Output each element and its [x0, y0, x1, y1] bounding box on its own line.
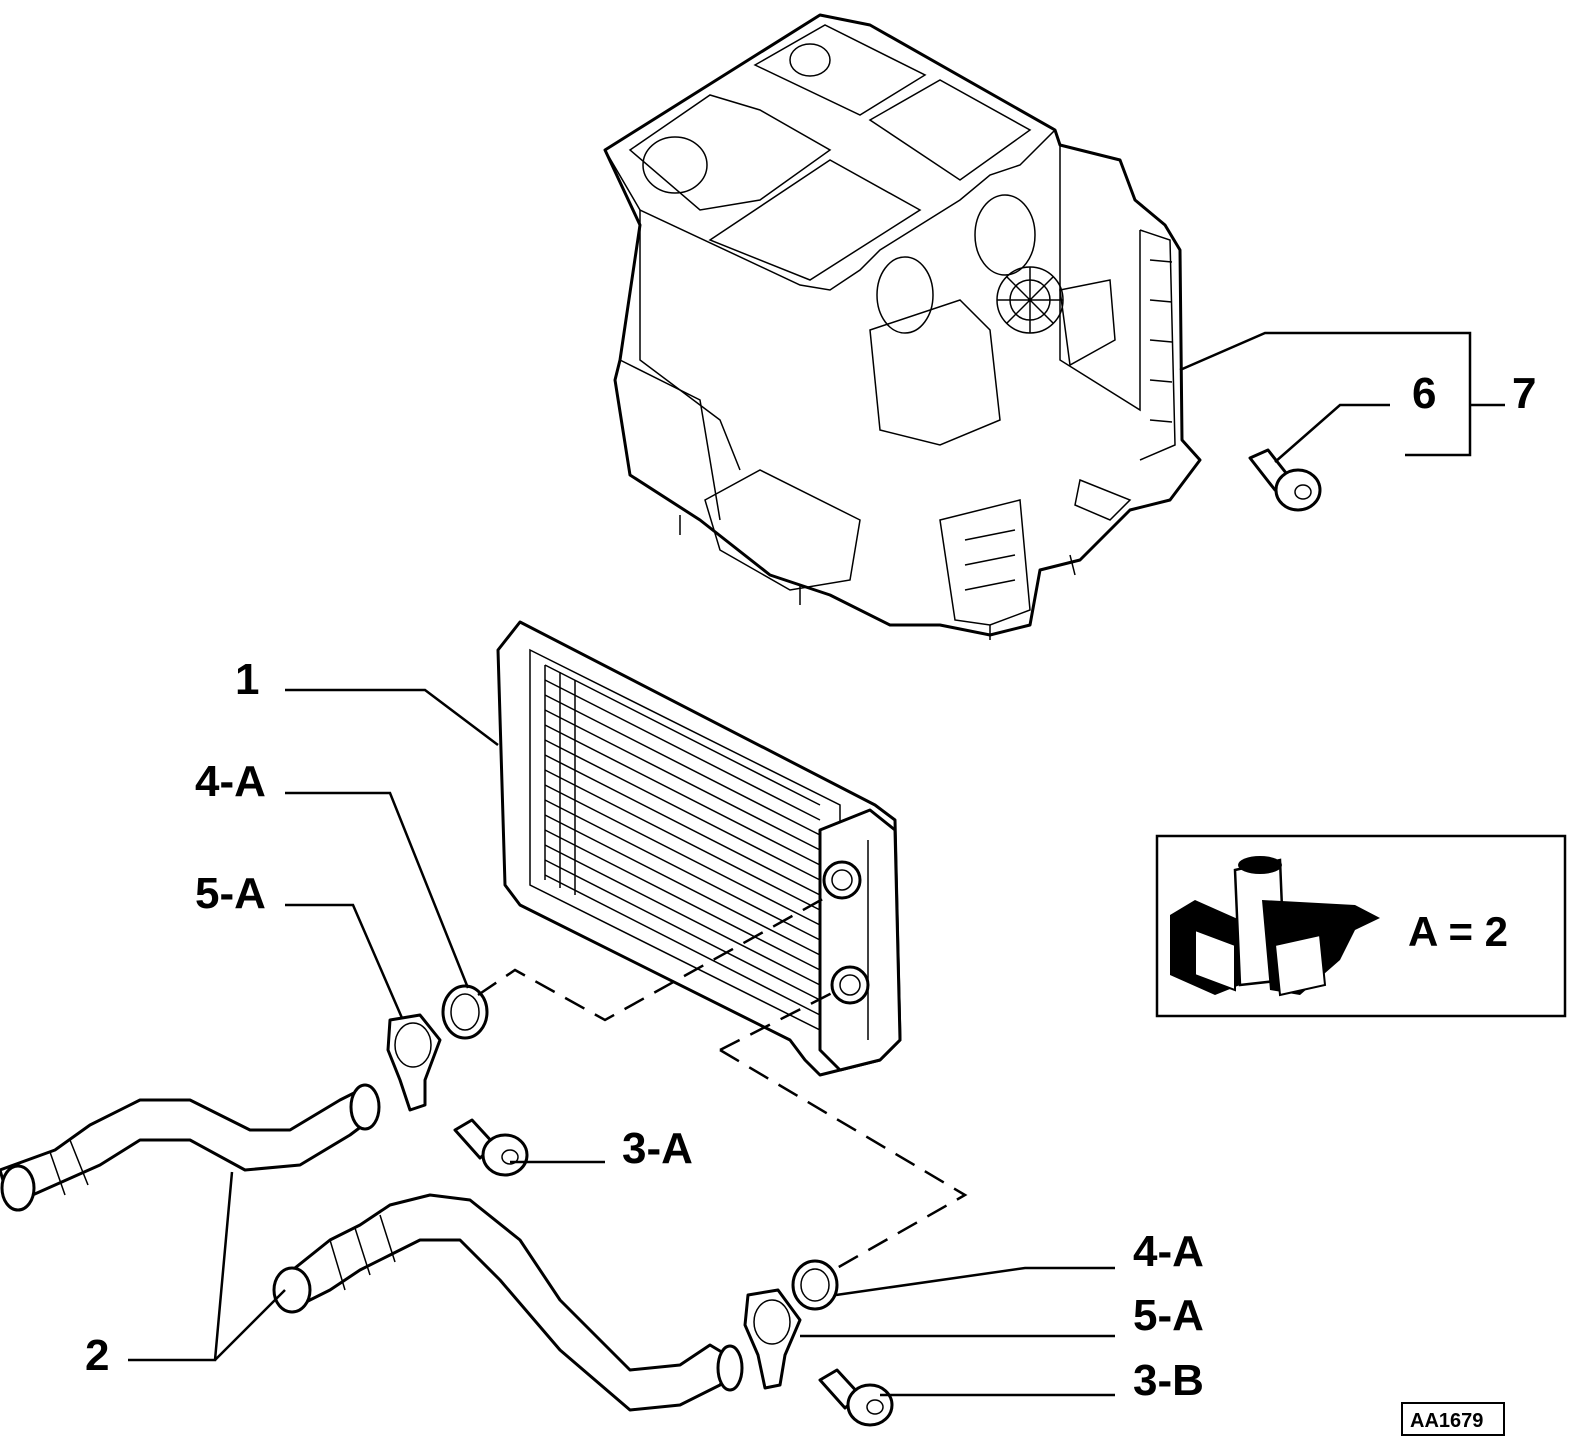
- reference-code: AA1679: [1410, 1410, 1483, 1432]
- screw-3a-icon: [453, 1118, 529, 1177]
- oring-4a-lower-icon: [791, 1259, 839, 1311]
- upper-hose: [0, 1083, 381, 1212]
- callout-6: 6: [1412, 369, 1436, 418]
- leader-lines: [128, 331, 1505, 1397]
- clamp-5a-lower-icon: [743, 1288, 802, 1390]
- screw-3b-icon: [818, 1368, 894, 1427]
- assembly-dashed-lines: [477, 893, 968, 1274]
- oring-4a-upper-icon: [441, 984, 489, 1040]
- reference-code-box: AA1679: [1401, 1402, 1505, 1436]
- screw-6-icon: [1248, 448, 1322, 512]
- callout-2: 2: [85, 1331, 109, 1380]
- legend-box: A = 2: [1155, 834, 1567, 1018]
- callout-7: 7: [1512, 369, 1536, 418]
- callout-4a-upper: 4-A: [195, 757, 266, 806]
- callout-5a-upper: 5-A: [195, 869, 266, 918]
- lower-hose: [272, 1193, 744, 1412]
- callout-5a-lower: 5-A: [1133, 1291, 1204, 1340]
- clamp-5a-upper-icon: [386, 1013, 442, 1112]
- callout-3a: 3-A: [622, 1124, 693, 1173]
- heater-housing-assembly: [603, 13, 1202, 640]
- callout-3b: 3-B: [1133, 1356, 1204, 1405]
- callout-4a-lower: 4-A: [1133, 1227, 1204, 1276]
- callout-1: 1: [235, 655, 259, 704]
- legend-equation: A = 2: [1408, 908, 1508, 955]
- heater-core-radiator: [496, 620, 902, 1077]
- fiat-product-logo-icon: [1170, 856, 1380, 997]
- radiator-fins: [544, 664, 821, 1016]
